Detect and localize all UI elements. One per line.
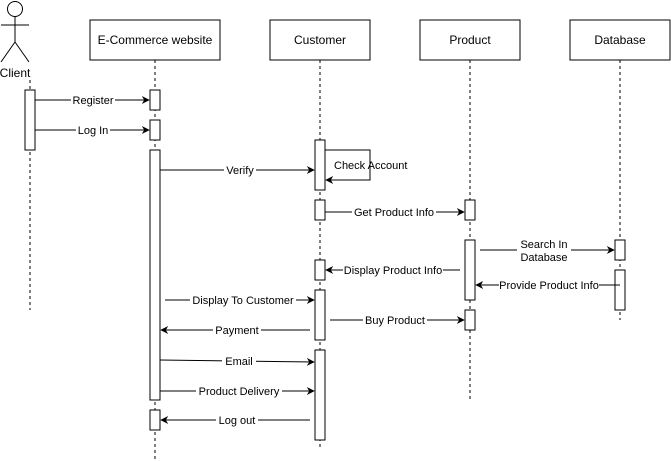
activation-bar: [314, 259, 326, 281]
message-register: Register: [35, 93, 150, 107]
actor-label: Client: [0, 66, 31, 80]
participant-box: [419, 19, 521, 61]
message-verify: Verify: [160, 163, 315, 177]
activation-bar: [24, 89, 36, 151]
message-search-in-database: Search In Database: [480, 237, 615, 264]
message-label: Product Delivery: [199, 386, 280, 398]
participant-product: Product: [419, 19, 521, 61]
participant-box: [89, 19, 221, 61]
activation-bar: [314, 199, 326, 221]
message-label: Email: [225, 356, 253, 368]
message-provide-product-info: Provide Product Info: [475, 278, 620, 292]
activation-bar: [614, 239, 626, 261]
activation-bar: [464, 199, 476, 221]
activation-bar: [149, 149, 161, 401]
message-label: Register: [73, 95, 114, 107]
participant-customer: Customer: [269, 19, 371, 61]
client-actor: Client: [0, 1, 31, 80]
activation-bar: [614, 269, 626, 311]
participant-e-commerce-website: E-Commerce website: [89, 19, 221, 61]
message-label: Provide Product Info: [499, 280, 599, 292]
message-email: Email: [159, 354, 315, 368]
participant-box: [269, 19, 371, 61]
participant-database: Database: [569, 19, 671, 61]
participant-label: Customer: [294, 33, 346, 47]
message-check-account: Check Account: [325, 149, 407, 184]
participant-box: [569, 19, 671, 61]
message-label-line: Database: [520, 252, 567, 264]
message-label-line: Search In: [520, 239, 567, 251]
message-label: Verify: [226, 165, 254, 177]
message-label: Log In: [78, 125, 109, 137]
message-display-to-customer: Display To Customer: [165, 293, 315, 307]
activation-bar: [314, 289, 326, 341]
participant-label: E-Commerce website: [98, 33, 213, 47]
activation-bar: [149, 119, 161, 141]
activation-bar: [464, 239, 476, 301]
activation-bar: [149, 89, 161, 111]
message-arrow: [325, 149, 371, 184]
message-product-delivery: Product Delivery: [160, 384, 315, 398]
participant-label: Database: [594, 33, 646, 47]
message-label: Log out: [219, 415, 256, 427]
participant-label: Product: [449, 33, 491, 47]
message-buy-product: Buy Product: [330, 313, 465, 327]
message-label: Get Product Info: [354, 207, 434, 219]
activation-bar: [314, 139, 326, 191]
message-label: Display Product Info: [344, 265, 442, 277]
message-payment: Payment: [160, 323, 310, 337]
message-log-in: Log In: [35, 123, 150, 137]
message-get-product-info: Get Product Info: [325, 205, 465, 219]
activation-bar: [464, 309, 476, 331]
message-label: Display To Customer: [192, 295, 294, 307]
message-label: Check Account: [334, 160, 407, 172]
message-display-product-info: Display Product Info: [325, 263, 460, 277]
activation-bar: [149, 409, 161, 431]
message-label: Payment: [215, 325, 258, 337]
message-label: Buy Product: [365, 315, 425, 327]
activation-bar: [314, 349, 326, 441]
stick-figure-icon: [0, 1, 30, 63]
message-log-out: Log out: [160, 413, 310, 427]
